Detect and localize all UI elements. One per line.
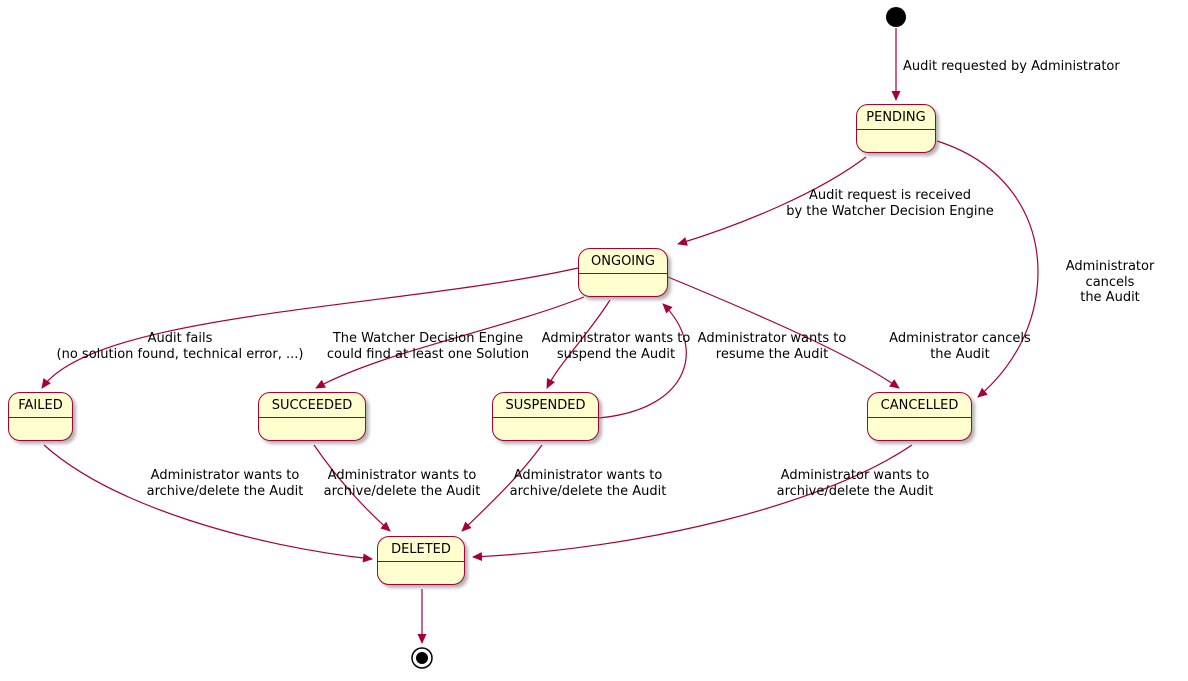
edge-label-failed-deleted: Administrator wants to archive/delete th… — [146, 468, 304, 499]
edge-label-ongoing-suspended: Administrator wants to suspend the Audit — [541, 331, 691, 362]
state-ongoing-body — [579, 274, 667, 296]
state-suspended-label: SUSPENDED — [493, 393, 598, 418]
state-failed-label: FAILED — [9, 393, 72, 418]
edge-label-pending-ongoing: Audit request is received by the Watcher… — [786, 188, 994, 219]
final-state-icon-inner — [416, 652, 428, 664]
edge-pending-cancelled — [936, 140, 1039, 398]
edge-failed-deleted — [43, 444, 373, 563]
state-succeeded-body — [259, 418, 365, 440]
state-succeeded: SUCCEEDED — [258, 392, 366, 441]
edge-pending-ongoing — [677, 156, 867, 246]
state-failed: FAILED — [8, 392, 73, 441]
state-succeeded-label: SUCCEEDED — [259, 393, 365, 418]
state-suspended: SUSPENDED — [492, 392, 599, 441]
state-pending-body — [857, 130, 935, 152]
state-deleted-label: DELETED — [378, 537, 464, 562]
state-pending-label: PENDING — [857, 105, 935, 130]
edge-label-cancelled-deleted: Administrator wants to archive/delete th… — [776, 468, 934, 499]
edge-label-initial-pending: Audit requested by Administrator — [903, 59, 1120, 74]
edge-label-suspended-deleted: Administrator wants to archive/delete th… — [509, 468, 667, 499]
state-deleted: DELETED — [377, 536, 465, 585]
state-pending: PENDING — [856, 104, 936, 153]
state-ongoing: ONGOING — [578, 248, 668, 297]
edge-ongoing-cancelled — [667, 276, 900, 389]
state-deleted-body — [378, 562, 464, 584]
edge-suspended-ongoing — [598, 303, 687, 419]
edge-label-succeeded-deleted: Administrator wants to archive/delete th… — [323, 468, 481, 499]
state-ongoing-label: ONGOING — [579, 249, 667, 274]
edge-label-suspended-ongoing: Administrator wants to resume the Audit — [697, 331, 847, 362]
edge-succeeded-deleted — [313, 444, 391, 532]
edge-label-ongoing-failed: Audit fails (no solution found, technica… — [56, 331, 304, 362]
edge-suspended-deleted — [461, 444, 543, 532]
edge-ongoing-succeeded — [315, 296, 585, 389]
initial-state-icon — [886, 7, 906, 27]
edge-label-pending-cancelled: Administrator cancels the Audit — [1065, 259, 1155, 305]
edge-label-ongoing-succeeded: The Watcher Decision Engine could find a… — [326, 331, 530, 362]
edge-ongoing-failed — [41, 267, 579, 389]
edge-label-ongoing-cancelled: Administrator cancels the Audit — [889, 331, 1031, 362]
state-cancelled: CANCELLED — [867, 392, 972, 441]
edge-cancelled-deleted — [472, 444, 913, 562]
state-cancelled-label: CANCELLED — [868, 393, 971, 418]
edge-ongoing-suspended — [546, 299, 611, 389]
state-failed-body — [9, 418, 72, 440]
state-cancelled-body — [868, 418, 971, 440]
state-suspended-body — [493, 418, 598, 440]
